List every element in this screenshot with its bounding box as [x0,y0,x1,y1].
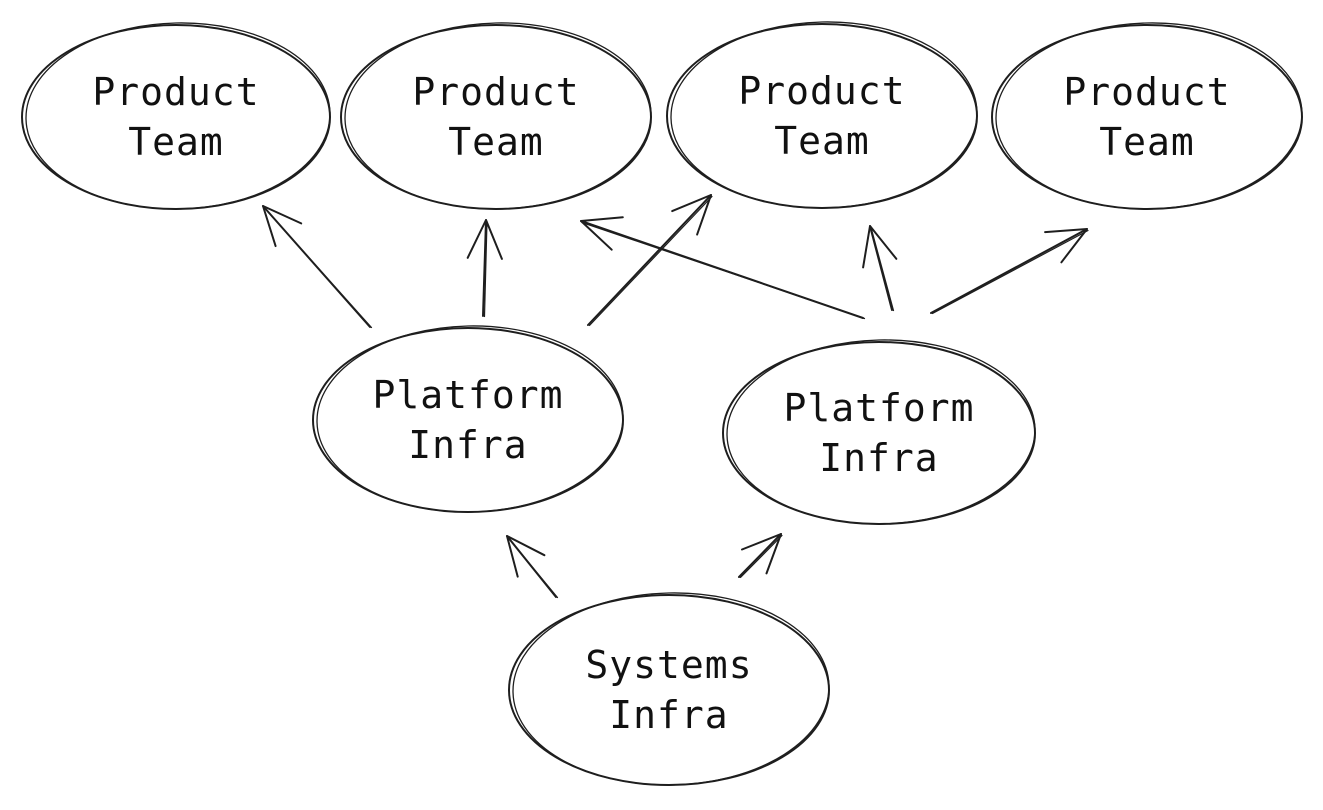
edge-line-sketch [507,536,559,599]
node-ellipse-sketch [25,22,331,210]
edge-line [482,219,487,317]
edge-line-sketch [483,220,488,318]
arrowhead [506,535,546,578]
edge-platform-infra-2-to-product-team-3 [862,225,898,312]
node-label-line: Product [738,69,905,113]
edge-line [869,225,893,311]
edge-platform-infra-2-to-product-team-2 [580,216,866,320]
edge-line-sketch [588,195,713,327]
edge-systems-infra-to-platform-infra-1 [506,535,559,599]
edge-platform-infra-1-to-product-team-1 [262,205,373,329]
node-label-line: Systems [585,643,752,687]
node-label-line: Team [128,120,224,164]
arrowhead [262,205,303,248]
edge-platform-infra-1-to-product-team-2 [466,219,503,318]
edges-layer [262,194,1089,599]
arrowhead [1044,228,1088,264]
node-label-line: Infra [609,693,728,737]
node-ellipse-sketch [995,22,1303,210]
edge-line-sketch [870,226,895,312]
node-label-line: Team [448,120,544,164]
edge-platform-infra-1-to-product-team-3 [587,194,713,327]
node-ellipse-sketch [344,22,652,210]
node-label-line: Platform [783,386,974,430]
edge-line-sketch [931,229,1089,315]
nodes-layer: ProductTeamProductTeamProductTeamProduct… [21,21,1303,786]
edge-line [930,228,1088,314]
node-label-line: Platform [372,373,563,417]
node-ellipse-sketch [512,592,830,786]
node-ellipse-sketch [670,21,978,209]
node-ellipse-sketch [316,325,624,513]
arrowhead [671,194,712,236]
edge-line-sketch [263,206,373,329]
arrowhead [862,225,898,269]
node-label-line: Team [1099,120,1195,164]
edge-line [587,194,712,326]
edge-line-sketch [739,534,783,579]
node-label-line: Team [774,119,870,163]
node-label-line: Product [412,70,579,114]
node-label-line: Infra [408,423,527,467]
arrowhead [741,533,782,575]
edge-line [738,533,782,578]
node-label-line: Product [92,70,259,114]
edge-line-sketch [581,221,866,320]
node-ellipse-sketch [726,339,1036,525]
edge-systems-infra-to-platform-infra-2 [738,533,783,579]
node-label-line: Product [1063,70,1230,114]
node-label-line: Infra [819,436,938,480]
arrowhead [580,216,624,251]
arrowhead [466,219,503,260]
edge-platform-infra-2-to-product-team-4 [930,228,1089,315]
